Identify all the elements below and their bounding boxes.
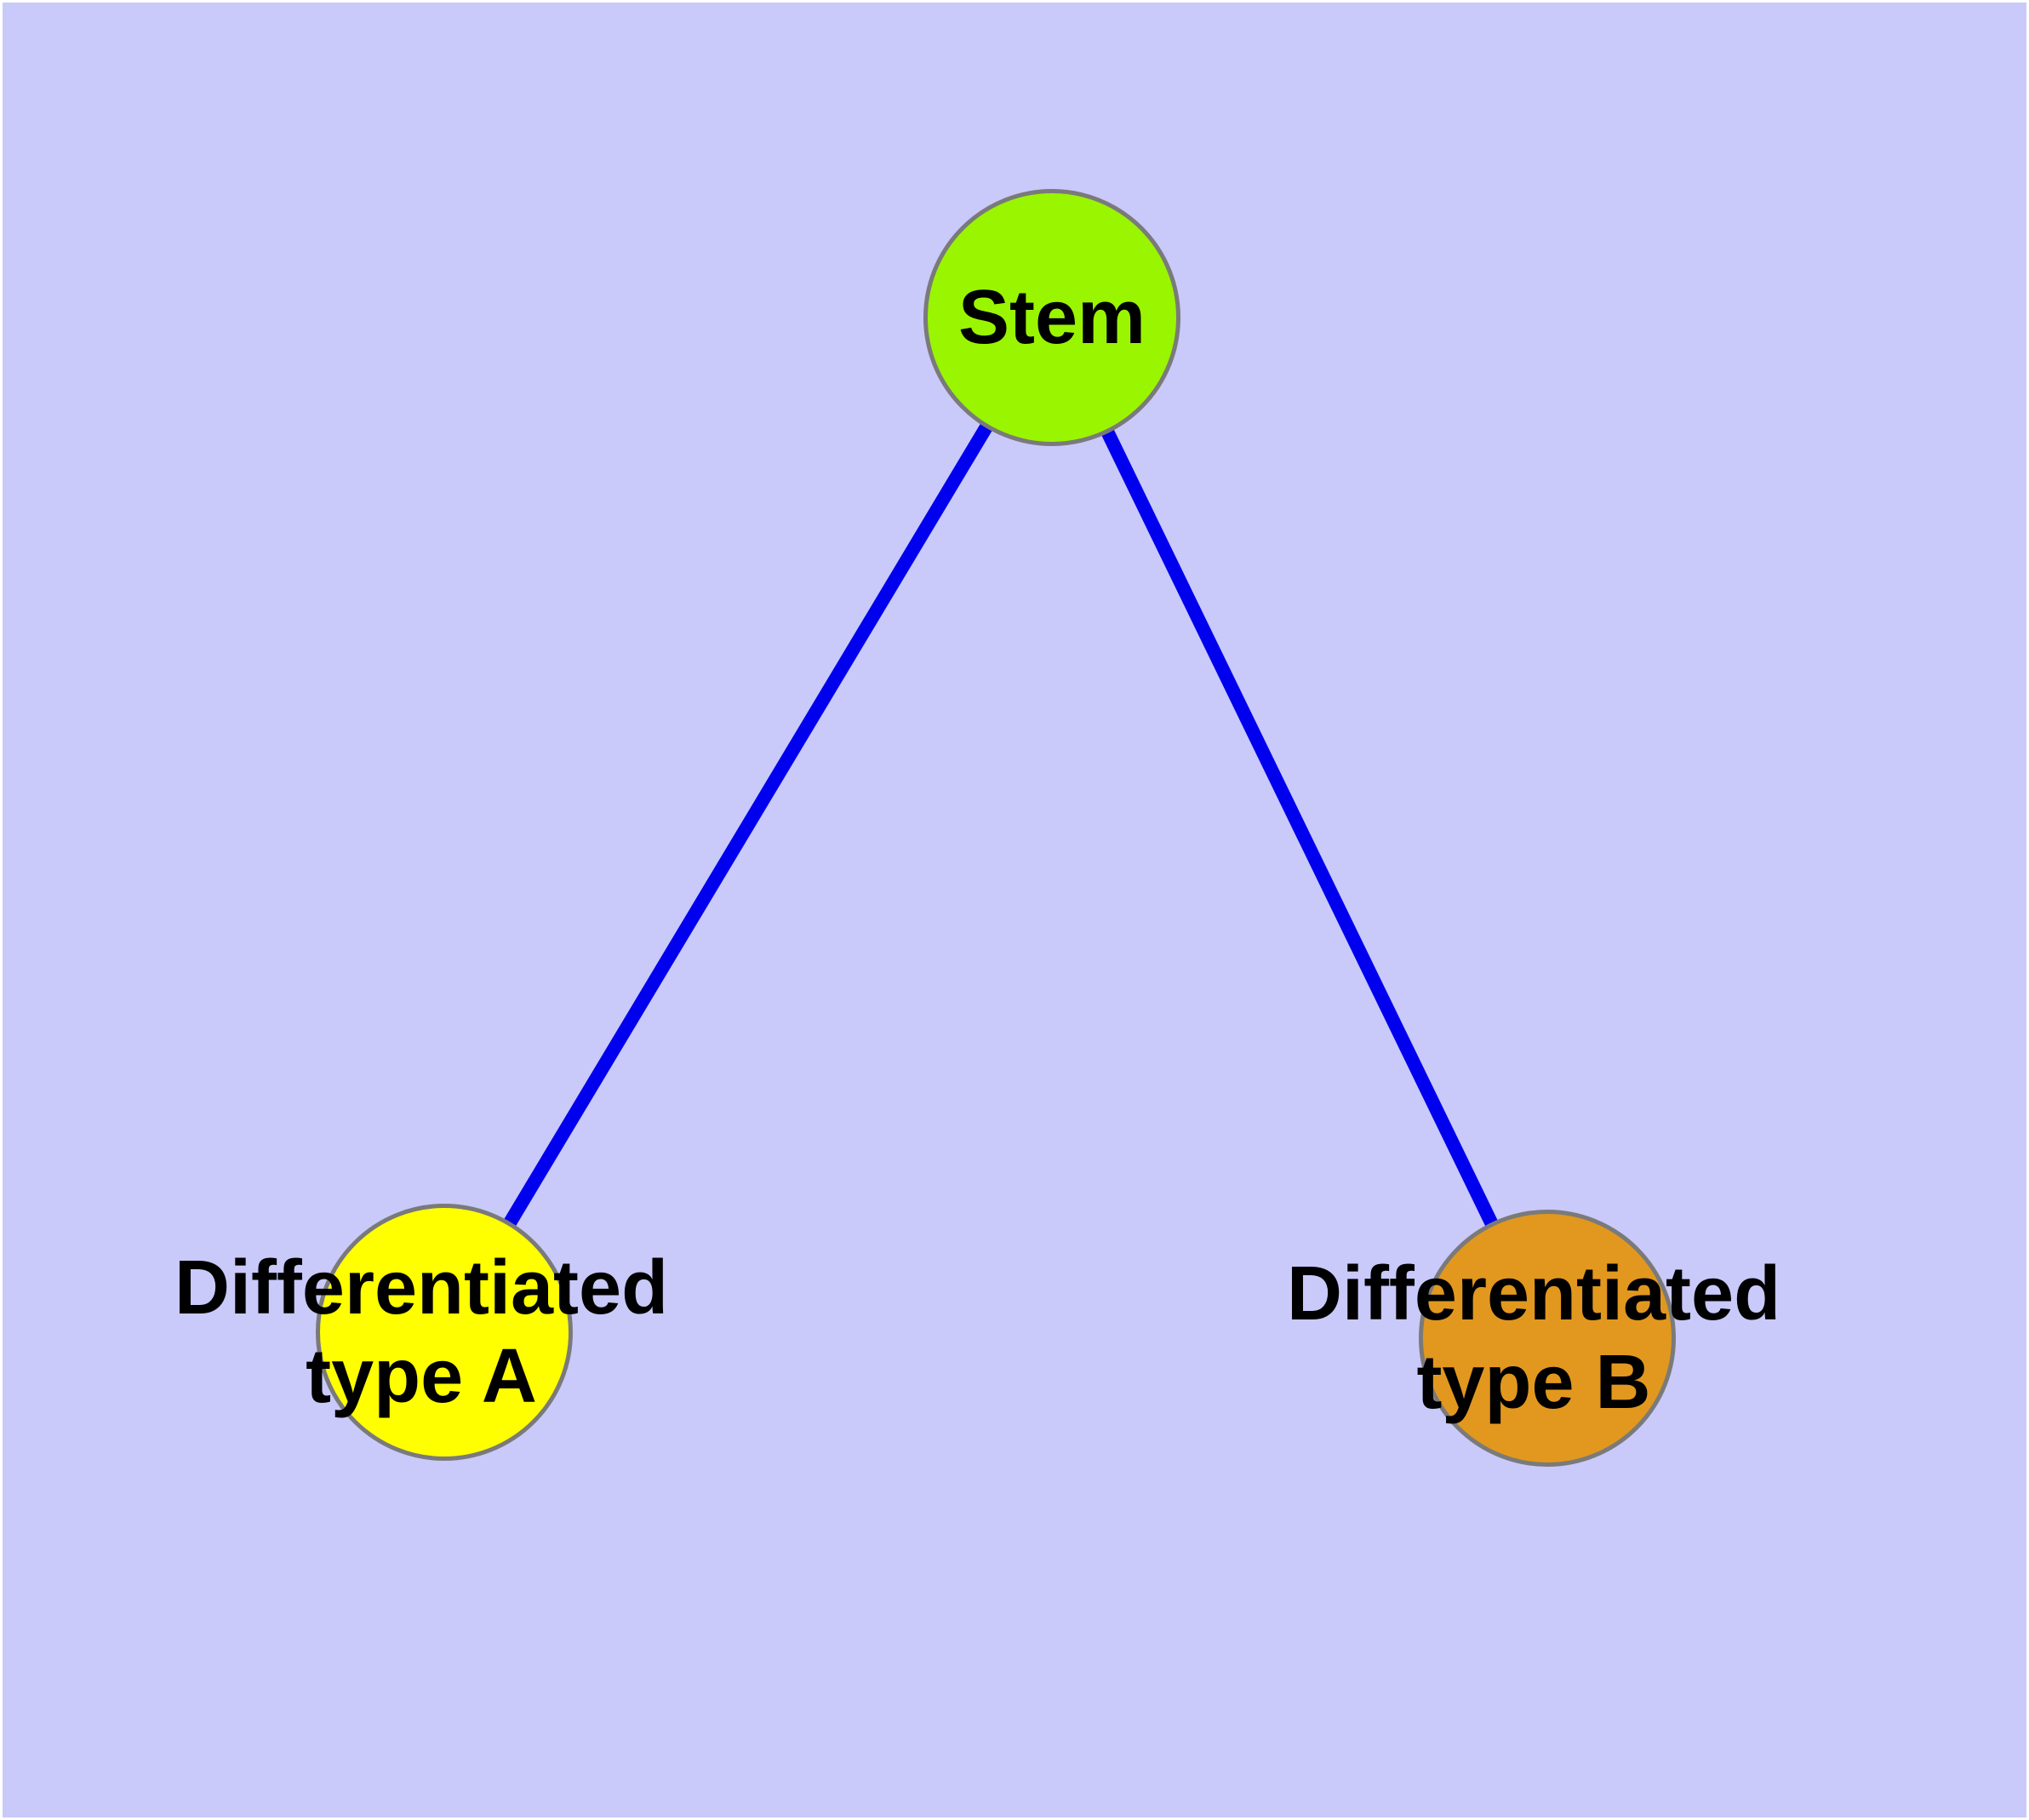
node-stem-label: Stem [958,273,1146,362]
node-differentiated-type-b[interactable]: Differentiated type B [1287,1210,1780,1467]
label-line: type B [1416,1340,1651,1425]
node-stem[interactable]: Stem [923,189,1180,446]
node-differentiated-type-a[interactable]: Differentiated type A [174,1204,668,1461]
label-line: Stem [957,275,1146,360]
label-line: type A [306,1334,537,1419]
